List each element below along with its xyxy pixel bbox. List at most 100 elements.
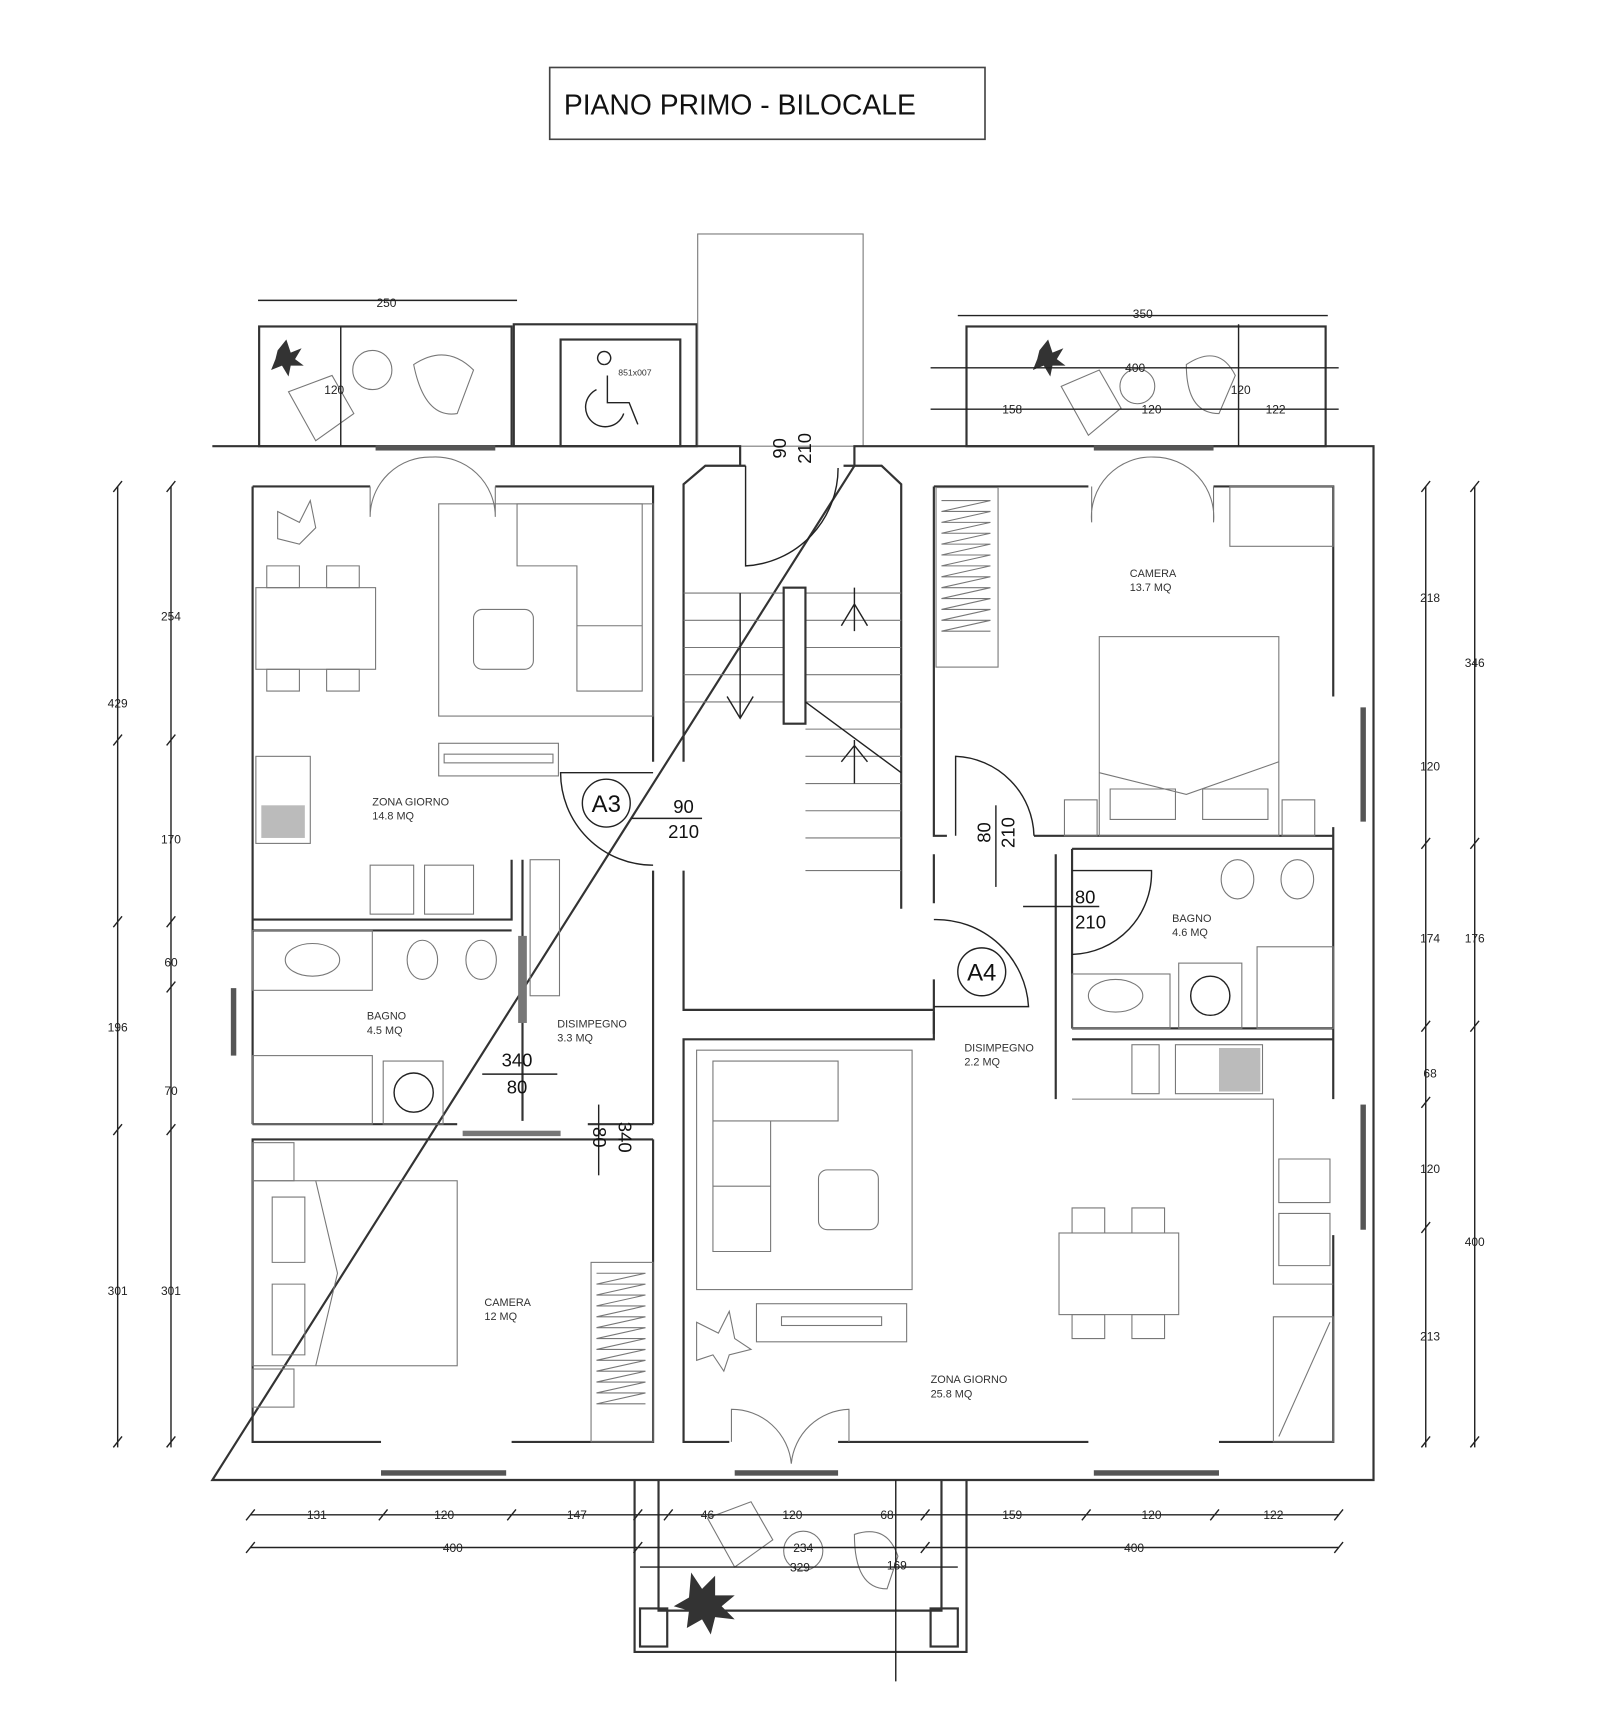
door-camera-left-sliding[interactable]: 80 340 bbox=[462, 1104, 636, 1176]
dimension-label: 400 bbox=[1125, 361, 1145, 375]
dimension-label: 169 bbox=[887, 1558, 907, 1572]
door-a4[interactable]: A4 bbox=[933, 918, 1030, 1008]
room-name: ZONA GIORNO bbox=[372, 796, 449, 808]
plant-icon bbox=[673, 1572, 735, 1635]
dim-bottom-balcony: 169 329 bbox=[790, 1558, 907, 1574]
dimension-label: 120 bbox=[1142, 403, 1162, 417]
door-width: 90 bbox=[673, 796, 694, 817]
dimension-label: 120 bbox=[1142, 1508, 1162, 1522]
bottom-balcony bbox=[633, 1480, 968, 1654]
plant-icon bbox=[277, 498, 317, 545]
room-name: BAGNO bbox=[1172, 913, 1211, 925]
dimension-label: 176 bbox=[1465, 931, 1485, 945]
plan-title: PIANO PRIMO - BILOCALE bbox=[564, 88, 916, 120]
dimension-label: 250 bbox=[376, 296, 396, 310]
door-bagno-right[interactable]: 80 210 bbox=[1023, 869, 1153, 956]
dimension-label: 68 bbox=[1423, 1066, 1437, 1080]
dim-top-left: 250 120 bbox=[324, 296, 397, 397]
dim-bottom-row1: 131 120 147 46 120 68 159 120 122 bbox=[307, 1508, 1284, 1522]
dimension-label: 234 bbox=[793, 1541, 813, 1555]
dimension-label: 400 bbox=[1465, 1235, 1485, 1249]
dim-top-right: 350 400 120 158 120 122 bbox=[1002, 307, 1286, 417]
dimension-label: 174 bbox=[1420, 931, 1440, 945]
dimension-label: 70 bbox=[164, 1084, 178, 1098]
door-height: 210 bbox=[997, 817, 1018, 848]
staircase bbox=[683, 465, 902, 872]
accessibility-icon bbox=[584, 350, 639, 428]
elevator: 851x007 bbox=[512, 323, 698, 448]
room-name: CAMERA bbox=[484, 1297, 531, 1309]
plant-icon bbox=[696, 1309, 753, 1373]
dimension-label: 158 bbox=[1002, 403, 1022, 417]
dim-right-inner: 218 120 174 68 120 213 bbox=[1420, 591, 1440, 1344]
room-area: 2.2 MQ bbox=[964, 1056, 1000, 1068]
room-area: 4.6 MQ bbox=[1172, 927, 1208, 939]
room-area: 3.3 MQ bbox=[557, 1032, 593, 1044]
dimension-label: 131 bbox=[307, 1508, 327, 1522]
door-height: 340 bbox=[502, 1049, 533, 1070]
furniture bbox=[252, 485, 1334, 1443]
room-name: ZONA GIORNO bbox=[931, 1374, 1008, 1386]
windows bbox=[230, 445, 1366, 1476]
dimension-label: 350 bbox=[1133, 307, 1153, 321]
dimension-label: 120 bbox=[1231, 383, 1251, 397]
dim-right-outer: 346 176 400 bbox=[1465, 656, 1485, 1249]
dimension-label: 68 bbox=[880, 1508, 894, 1522]
dimension-label: 120 bbox=[434, 1508, 454, 1522]
dimension-label: 254 bbox=[161, 609, 181, 623]
room-area: 4.5 MQ bbox=[367, 1025, 403, 1037]
room-area: 25.8 MQ bbox=[931, 1388, 973, 1400]
dimension-label: 46 bbox=[701, 1508, 715, 1522]
room-area: 13.7 MQ bbox=[1130, 582, 1172, 594]
dimension-label: 122 bbox=[1263, 1508, 1283, 1522]
plant-icon bbox=[271, 339, 304, 377]
dimension-label: 170 bbox=[161, 832, 181, 846]
room-area: 14.8 MQ bbox=[372, 810, 414, 822]
dimension-label: 301 bbox=[161, 1284, 181, 1298]
dimension-label: 122 bbox=[1266, 403, 1286, 417]
dimension-label: 120 bbox=[1420, 1162, 1440, 1176]
dimension-label: 147 bbox=[567, 1508, 587, 1522]
dim-left-outer: 429 196 301 bbox=[108, 696, 128, 1298]
dimension-label: 120 bbox=[324, 383, 344, 397]
room-name: DISIMPEGNO bbox=[964, 1042, 1033, 1054]
dimension-lines: 250 120 350 400 120 158 120 122 429 196 … bbox=[108, 296, 1485, 1682]
room-labels: ZONA GIORNO 14.8 MQ BAGNO 4.5 MQ DISIMPE… bbox=[367, 568, 1212, 1401]
dimension-label: 301 bbox=[108, 1284, 128, 1298]
dim-left-inner: 254 170 60 70 301 bbox=[161, 609, 181, 1298]
door-height: 210 bbox=[794, 433, 815, 464]
dimension-label: 346 bbox=[1465, 656, 1485, 670]
door-width: 90 bbox=[769, 438, 790, 459]
room-name: DISIMPEGNO bbox=[557, 1018, 627, 1030]
stair-corridor bbox=[697, 233, 864, 447]
door-tag: A4 bbox=[967, 960, 996, 987]
door-width: 80 bbox=[1075, 886, 1096, 907]
plant-icon bbox=[1032, 339, 1066, 377]
dimension-label: 196 bbox=[108, 1021, 128, 1035]
door-camera-right[interactable]: 80 210 bbox=[954, 755, 1035, 887]
room-name: BAGNO bbox=[367, 1011, 406, 1023]
dimension-label: 400 bbox=[443, 1541, 463, 1555]
door-width: 80 bbox=[589, 1127, 610, 1148]
door-bagno-left-sliding[interactable]: 340 80 bbox=[482, 935, 558, 1098]
dimension-label: 60 bbox=[164, 955, 178, 969]
room-area: 12 MQ bbox=[484, 1311, 517, 1323]
dimension-label: 329 bbox=[790, 1560, 810, 1574]
door-width: 80 bbox=[973, 822, 994, 843]
door-height: 340 bbox=[614, 1122, 635, 1153]
dimension-label: 213 bbox=[1420, 1330, 1440, 1344]
door-width: 80 bbox=[507, 1077, 528, 1098]
elevator-label: 851x007 bbox=[618, 367, 652, 377]
dimension-label: 429 bbox=[108, 696, 128, 710]
dim-bottom-row2: 400 234 400 bbox=[443, 1541, 1145, 1555]
door-entrance[interactable]: 90 210 bbox=[769, 433, 815, 464]
door-height: 210 bbox=[1075, 911, 1106, 932]
room-name: CAMERA bbox=[1130, 568, 1177, 580]
door-a3[interactable]: A3 90 210 bbox=[559, 771, 703, 866]
dimension-label: 120 bbox=[1420, 759, 1440, 773]
top-right-balcony bbox=[965, 325, 1327, 448]
title-box: PIANO PRIMO - BILOCALE bbox=[548, 66, 986, 141]
french-doors bbox=[369, 456, 1215, 1464]
dimension-label: 159 bbox=[1002, 1508, 1022, 1522]
